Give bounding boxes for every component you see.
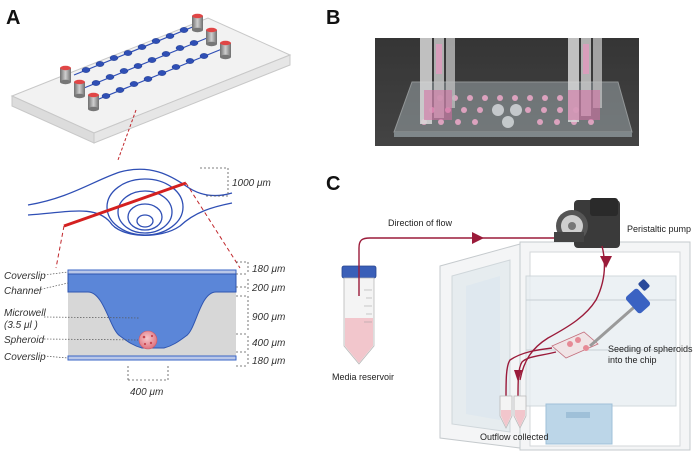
coverslip-bottom-thickness: 180 μm (252, 356, 285, 367)
chip-channels (73, 23, 223, 102)
coverslip-bottom-label: Coverslip (4, 352, 46, 363)
microwell-height: 900 μm (252, 312, 285, 323)
well-bottom-width: 400 μm (130, 387, 163, 398)
well-bottom-bracket (127, 366, 169, 381)
microwell-volume-label: (3.5 μl ) (4, 320, 38, 331)
flow-arrow (472, 232, 484, 244)
peristaltic-pump (554, 198, 620, 248)
collection-tubes (499, 395, 527, 429)
microwell-label: Microwell (4, 308, 46, 319)
chip-ports (60, 13, 231, 112)
outflow-label: Outflow collected (480, 432, 549, 442)
chip-3d (10, 13, 292, 144)
spheroid-region-height: 400 μm (252, 338, 285, 349)
panel-a-letter: A (6, 7, 20, 29)
media-reservoir-label: Media reservoir (332, 372, 394, 382)
channel-width-bracket (200, 167, 229, 197)
chip-photo (375, 38, 639, 146)
spheroid-label: Spheroid (4, 335, 44, 346)
panel-c-letter: C (326, 173, 340, 195)
section-line (63, 181, 187, 228)
outflow-tubing (517, 351, 557, 399)
microwell-top-view (27, 168, 233, 236)
zoom-line (117, 109, 137, 161)
panel-b-letter: B (326, 7, 340, 29)
projection-left (55, 225, 65, 269)
layer-leaders (37, 271, 141, 359)
outflow-arrow (514, 370, 522, 382)
channel-width-label: 1000 μm (232, 178, 271, 189)
chip-in-incubator (551, 331, 599, 359)
channel-height: 200 μm (251, 283, 285, 294)
dimension-brackets (236, 261, 249, 367)
cross-section (67, 269, 237, 361)
pump-arrow (600, 256, 612, 268)
coverslip-top-thickness: 180 μm (252, 264, 285, 275)
channel-label: Channel (4, 286, 42, 297)
direction-of-flow-label: Direction of flow (388, 218, 453, 228)
projection-right (185, 182, 241, 269)
peristaltic-pump-label: Peristaltic pump (627, 224, 691, 234)
pipette (589, 279, 651, 348)
coverslip-top-label: Coverslip (4, 271, 46, 282)
seeding-label-line1: Seeding of spheroids (608, 344, 693, 354)
pump-outlet-tubing (519, 245, 606, 381)
inlet-tubing (358, 237, 554, 296)
seeding-label-line2: into the chip (608, 355, 657, 365)
